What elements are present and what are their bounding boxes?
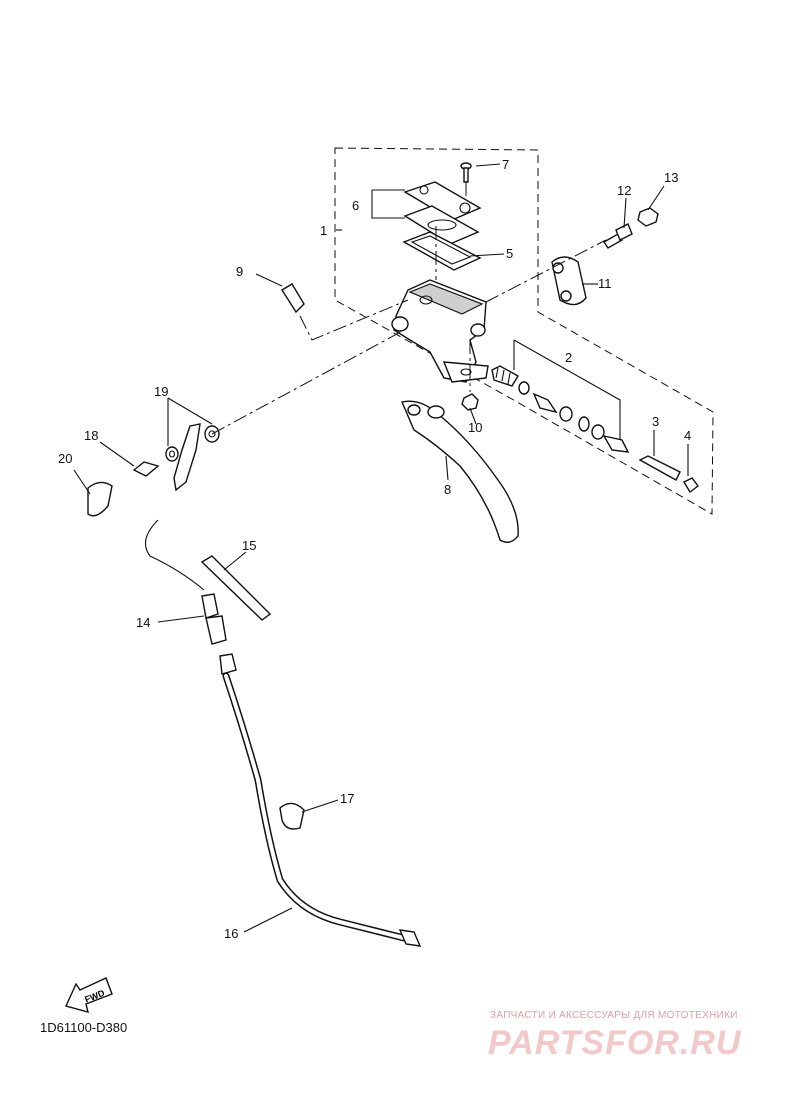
diagram-code: 1D61100-D380 (40, 1020, 128, 1035)
callout-11: 11 (598, 276, 612, 291)
watermark-logo: PARTSFOR.RU (488, 1024, 742, 1062)
holder-part (551, 256, 587, 306)
hose-clamp-part (279, 802, 305, 830)
bolt-part (603, 223, 633, 249)
callout-14: 14 (136, 615, 150, 630)
callout-2: 2 (565, 350, 572, 365)
fwd-arrow-icon: FWD (65, 977, 113, 1013)
callout-12: 12 (617, 183, 631, 198)
callout-8: 8 (444, 482, 451, 497)
bleed-screw-part (132, 461, 160, 477)
callout-9: 9 (236, 264, 243, 279)
callout-20: 20 (58, 451, 72, 466)
washer-part (165, 425, 220, 462)
bleed-cap-part (87, 481, 113, 517)
center-lines (211, 182, 607, 435)
lever-nut-part (461, 393, 479, 411)
callout-15: 15 (242, 538, 256, 553)
callout-7: 7 (502, 157, 509, 172)
callout-18: 18 (84, 428, 98, 443)
callout-6: 6 (352, 198, 359, 213)
callout-13: 13 (664, 170, 678, 185)
callout-leaders (73, 163, 689, 933)
callout-19: 19 (154, 384, 168, 399)
callout-16: 16 (224, 926, 238, 941)
band-part (200, 555, 272, 621)
nut-part (637, 207, 659, 227)
callout-10: 10 (468, 420, 482, 435)
clutch-hose-part (222, 672, 422, 947)
group-box-reservoir (334, 147, 714, 515)
screw-part (460, 162, 472, 183)
upper-fitting-part (173, 423, 201, 492)
callout-17: 17 (340, 791, 354, 806)
lever-part (401, 400, 519, 543)
pushrod-part (638, 455, 681, 481)
hose-joint-part (201, 593, 237, 675)
master-cylinder-body (391, 279, 489, 383)
callout-3: 3 (652, 414, 659, 429)
reservoir-cap-part (403, 181, 482, 245)
callout-1: 1 (320, 223, 327, 238)
callout-5: 5 (506, 246, 513, 261)
gasket-part (402, 231, 482, 271)
piston-kit-part (491, 365, 630, 453)
banjo-bolt-part (281, 283, 305, 314)
boot-part (683, 477, 699, 494)
callout-4: 4 (684, 428, 691, 443)
clutch-hose-upper (144, 519, 205, 591)
watermark-caption: ЗАПЧАСТИ И АКСЕССУАРЫ ДЛЯ МОТОТЕХНИКИ (490, 1010, 738, 1021)
